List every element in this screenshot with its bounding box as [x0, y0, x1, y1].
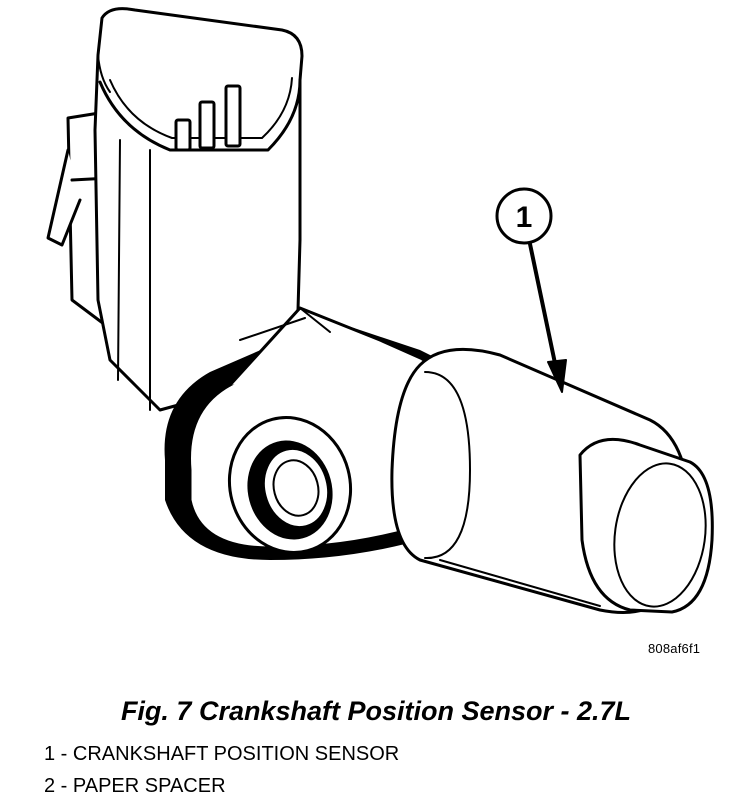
callout-circle	[495, 187, 553, 245]
legend-item: 1 - CRANKSHAFT POSITION SENSOR	[44, 743, 400, 765]
connector-pin	[224, 84, 242, 148]
connector-pin	[198, 100, 216, 150]
legend-item: 2 - PAPER SPACER	[44, 775, 226, 797]
figure-caption: Fig. 7 Crankshaft Position Sensor - 2.7L	[120, 696, 632, 726]
legend: 1 - CRANKSHAFT POSITION SENSOR 2 - PAPER…	[44, 738, 399, 802]
callout-number: 1	[516, 201, 533, 234]
image-code: 808af6f1	[648, 641, 701, 656]
connector-pin	[174, 118, 192, 152]
sensor-illustration: 1	[46, 7, 714, 614]
callout-arrowhead	[547, 359, 567, 393]
callout-leader	[528, 242, 558, 370]
